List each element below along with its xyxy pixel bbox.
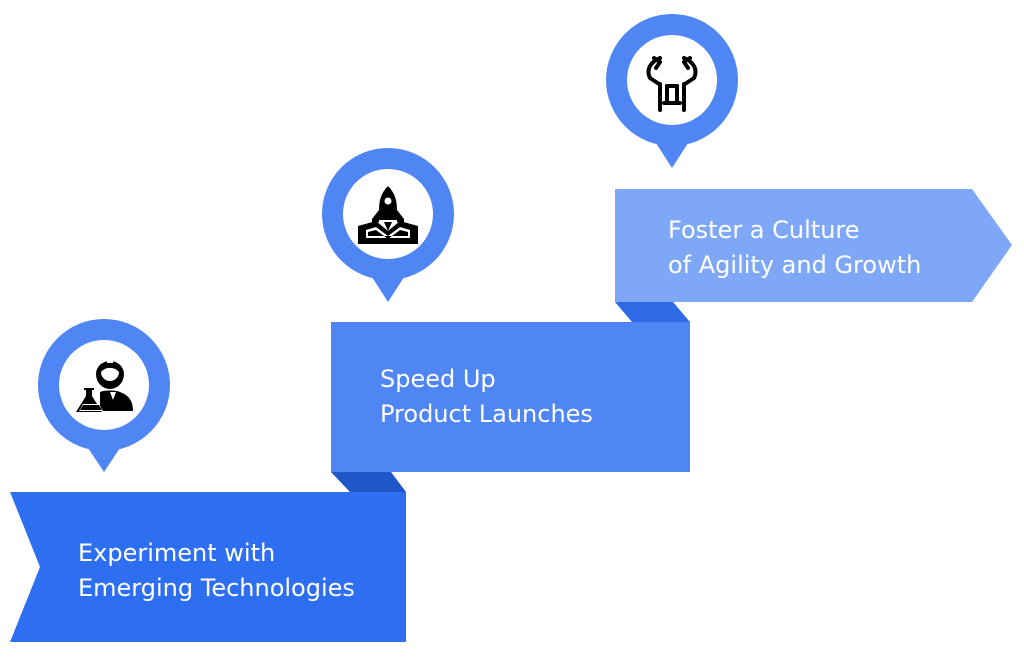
ribbon-step-1 bbox=[10, 492, 406, 642]
flexible-growth-icon bbox=[646, 56, 698, 112]
ribbon-fold-1 bbox=[331, 472, 406, 492]
ribbon-step-2 bbox=[331, 322, 690, 472]
step-1-line-2: Emerging Technologies bbox=[78, 574, 355, 602]
map-pin-1 bbox=[38, 319, 170, 472]
step-2-line-2: Product Launches bbox=[380, 400, 593, 428]
step-3-line-1: Foster a Culture bbox=[668, 216, 860, 244]
rocket-launch-icon bbox=[358, 186, 418, 244]
ribbon-fold-2 bbox=[615, 302, 690, 322]
step-2-line-1: Speed Up bbox=[380, 365, 496, 393]
step-2-label: Speed Up Product Launches bbox=[380, 362, 593, 432]
map-pin-3 bbox=[606, 14, 738, 168]
step-3-line-2: of Agility and Growth bbox=[668, 251, 922, 279]
step-1-line-1: Experiment with bbox=[78, 539, 276, 567]
step-3-label: Foster a Culture of Agility and Growth bbox=[668, 213, 921, 283]
scientist-with-flask-icon bbox=[76, 360, 133, 412]
map-pin-2 bbox=[322, 148, 454, 302]
ribbon-step-3 bbox=[615, 189, 1012, 302]
step-1-label: Experiment with Emerging Technologies bbox=[78, 536, 355, 606]
